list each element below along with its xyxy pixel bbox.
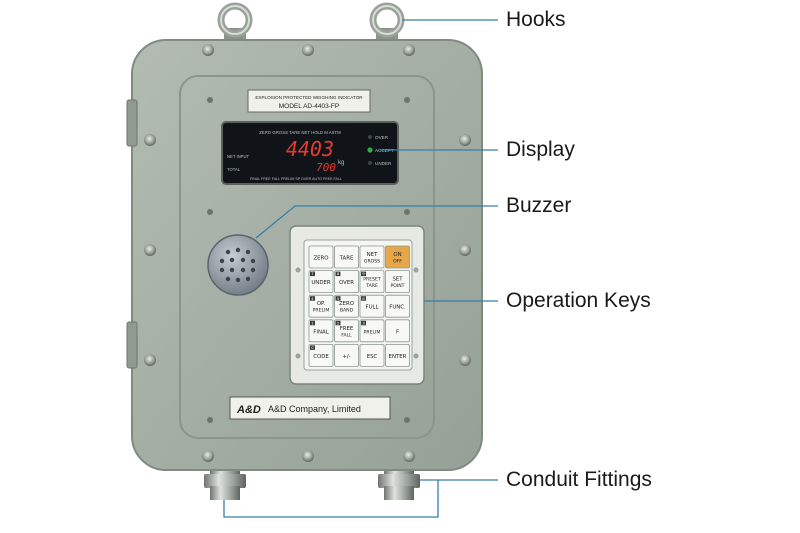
- key-sublabel: FALL: [341, 332, 352, 338]
- key-label: PRESET: [363, 277, 381, 283]
- key-sublabel: PRELIM: [313, 308, 330, 314]
- key-esc-button[interactable]: ESC: [359, 343, 385, 367]
- conduit-fittings-leader: [223, 479, 498, 518]
- key-number-label: 6: [362, 296, 365, 301]
- key-number-label: 2: [337, 320, 340, 325]
- display-left-label-net-input: NET INPUT: [227, 154, 249, 159]
- brand-company: A&D Company, Limited: [268, 404, 361, 414]
- brand-logo: A&D: [236, 404, 261, 416]
- key-number-label: 1: [311, 320, 314, 325]
- buzzer-leader: [255, 205, 498, 239]
- key-label: FUNC.: [389, 305, 406, 311]
- key-number-label: 9: [362, 271, 365, 276]
- display-unit: kg: [338, 160, 344, 166]
- key-label: +/-: [342, 354, 350, 360]
- key-func-button[interactable]: FUNC.: [385, 294, 410, 318]
- nameplate-line2: MODEL AD-4403-FP: [279, 103, 339, 110]
- key-tare-button[interactable]: TARE: [334, 245, 359, 269]
- key-label: PRELIM: [364, 329, 381, 335]
- under-led: [368, 161, 372, 165]
- key-key-button[interactable]: +/-: [334, 343, 359, 367]
- key-sublabel: POINT: [391, 283, 405, 289]
- nameplate: EXPLOSION PROTECTED WEIGHING INDICATOR M…: [247, 89, 371, 113]
- key-label: SET: [392, 277, 403, 283]
- display-panel: ZERO GROSS TARE NET HOLD M ASTM 4403 700…: [221, 121, 399, 185]
- key-label: TARE: [339, 256, 354, 262]
- display-sub-value: 700: [316, 161, 336, 174]
- buzzer-holes: [219, 247, 256, 283]
- key-label: OP.: [317, 301, 326, 307]
- key-label: FINAL: [313, 329, 328, 335]
- hooks-callout: Hooks: [506, 8, 566, 31]
- key-label: FREE: [340, 326, 354, 332]
- key-label: F: [396, 329, 399, 335]
- key-label: NET: [367, 252, 378, 258]
- display-callout: Display: [506, 138, 575, 161]
- key-label: UNDER: [311, 280, 331, 286]
- conduit-fittings-callout: Conduit Fittings: [506, 468, 652, 491]
- key-label: FULL: [365, 305, 378, 311]
- display-right-label-under: UNDER: [375, 161, 392, 166]
- key-zero-button[interactable]: ZERO: [308, 245, 334, 269]
- operation-keys-callout: Operation Keys: [506, 289, 651, 312]
- brand-plate: A&D A&D Company, Limited: [229, 396, 391, 420]
- key-sublabel: BAND: [340, 308, 354, 314]
- key-sublabel: GROSS: [364, 259, 380, 265]
- bolts: [144, 44, 471, 462]
- key-label: ENTER: [389, 354, 407, 360]
- display-main-value: 4403: [286, 137, 334, 161]
- display-bottom-annunciators: FINAL FREE FALL PRELIM SP OVER AUTO FREE…: [250, 177, 342, 181]
- key-label: OVER: [339, 280, 354, 286]
- key-sublabel: OFF: [393, 259, 402, 265]
- accept-led: [367, 147, 373, 153]
- key-f-button[interactable]: F: [385, 319, 410, 343]
- key-label: ON: [393, 252, 401, 258]
- leader-lines: [223, 19, 498, 518]
- key-number-label: 7: [311, 271, 314, 276]
- key-op-prelim-button[interactable]: 4OP.PRELIM: [308, 294, 334, 318]
- key-label: CODE: [313, 354, 329, 360]
- key-enter-button[interactable]: ENTER: [385, 343, 410, 367]
- key-label: ESC: [367, 354, 378, 360]
- key-number-label: 3: [362, 320, 365, 325]
- key-number-label: 0: [311, 345, 314, 350]
- key-number-label: 5: [337, 296, 340, 301]
- buzzer: [207, 234, 269, 296]
- buzzer-callout: Buzzer: [506, 194, 572, 217]
- key-label: ZERO: [313, 256, 328, 262]
- display-right-label-over: OVER: [375, 135, 389, 140]
- key-label: ZERO: [339, 301, 354, 307]
- display-left-label-total: TOTAL: [227, 167, 241, 172]
- over-led: [368, 135, 372, 139]
- nameplate-line1: EXPLOSION PROTECTED WEIGHING INDICATOR: [255, 95, 363, 100]
- key-number-label: 4: [311, 296, 314, 301]
- key-sublabel: TARE: [365, 283, 378, 289]
- display-top-annunciators: ZERO GROSS TARE NET HOLD M ASTM: [259, 130, 341, 135]
- key-number-label: 8: [337, 271, 340, 276]
